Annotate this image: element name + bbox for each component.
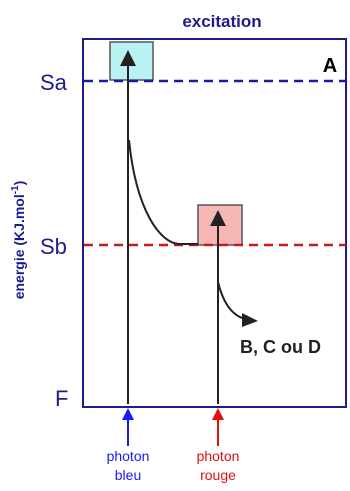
level-label-sb: Sb [40,234,67,259]
red-photon-label-line1: photon [197,448,240,464]
products-label: B, C ou D [240,337,321,357]
panel-label: A [323,55,337,77]
reaction-arrowhead [242,313,258,327]
blue-photon-arrowhead [122,408,134,420]
level-label-f: F [55,386,68,411]
red-photon-label-line2: rouge [200,467,236,483]
sb-excitation-box [197,204,243,246]
red-photon-arrowhead [212,408,224,420]
blue-photon-label-line2: bleu [115,467,141,483]
y-axis-label: energie (KJ.mol-1) [10,181,27,300]
sa-excitation-box [109,41,154,81]
reaction-arrow [217,281,251,321]
title-excitation: excitation [182,12,261,31]
blue-photon-label-line1: photon [107,448,150,464]
diagram-frame [82,38,347,408]
relaxation-curve [128,139,198,245]
level-label-sa: Sa [40,70,68,95]
